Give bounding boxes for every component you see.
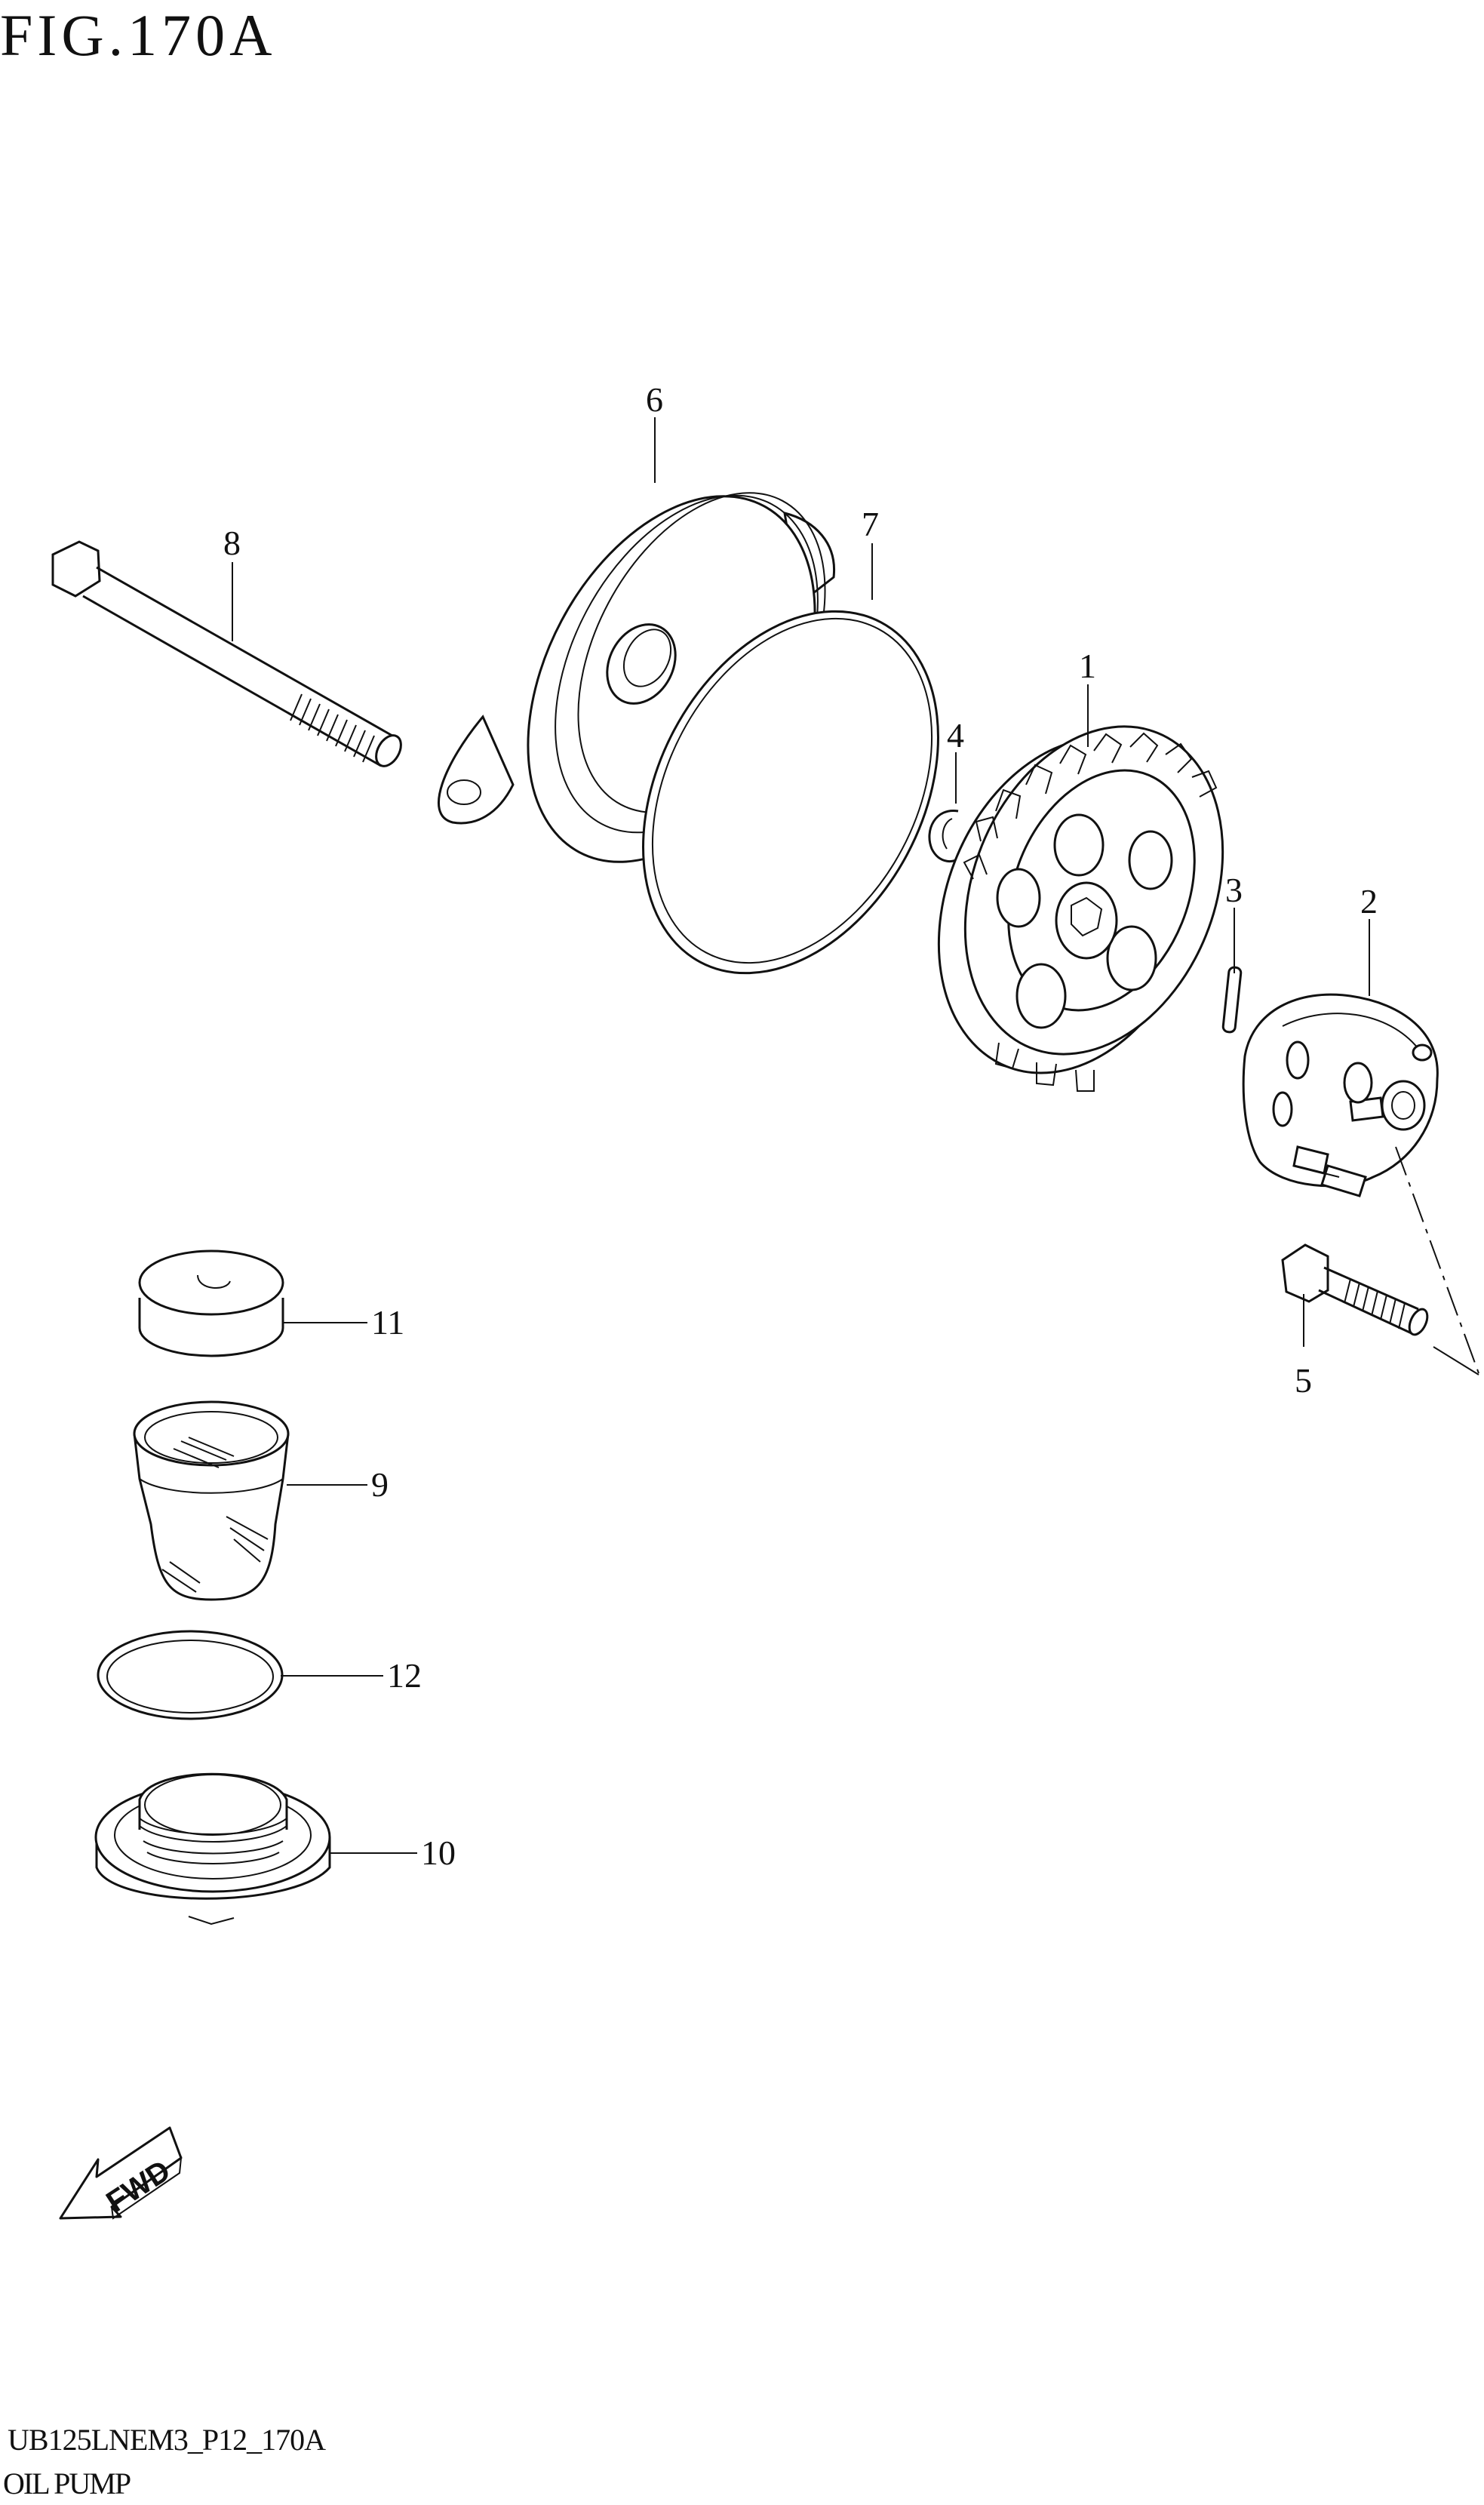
part-3-pin[interactable]	[1221, 966, 1243, 1034]
alignment-lines	[1395, 1146, 1479, 1375]
callout-10: 10	[421, 1833, 456, 1872]
callout-11: 11	[371, 1303, 404, 1342]
fwd-arrow-icon: FWD	[59, 2126, 183, 2220]
part-4-clip[interactable]	[928, 810, 963, 863]
diagram-name: OIL PUMP	[3, 2467, 131, 2500]
callout-9: 9	[371, 1465, 389, 1504]
part-7-o-ring[interactable]	[584, 561, 997, 1025]
leader-lines	[232, 417, 1370, 1854]
callout-4: 4	[947, 716, 964, 755]
part-12-o-ring[interactable]	[97, 1630, 284, 1720]
callout-8: 8	[223, 524, 241, 562]
part-1-oil-pump-gear[interactable]	[891, 687, 1270, 1113]
part-5-bolt[interactable]	[1281, 1243, 1431, 1338]
callout-6: 6	[646, 380, 663, 419]
callout-3: 3	[1225, 871, 1243, 909]
callout-5: 5	[1295, 1361, 1312, 1400]
callout-1: 1	[1079, 647, 1096, 685]
part-10-drain-plug[interactable]	[94, 1772, 331, 1926]
part-11-cap[interactable]	[138, 1249, 284, 1357]
callout-7: 7	[862, 505, 879, 543]
callout-2: 2	[1360, 882, 1378, 921]
part-2-oil-pump-assembly[interactable]	[1242, 993, 1439, 1197]
figure-title: FIG.170A	[0, 2, 277, 68]
diagram-code: UB125LNEM3_P12_170A	[8, 2423, 326, 2457]
part-9-oil-strainer[interactable]	[133, 1400, 290, 1601]
callout-12: 12	[387, 1656, 422, 1695]
part-8-bolt[interactable]	[51, 540, 406, 770]
